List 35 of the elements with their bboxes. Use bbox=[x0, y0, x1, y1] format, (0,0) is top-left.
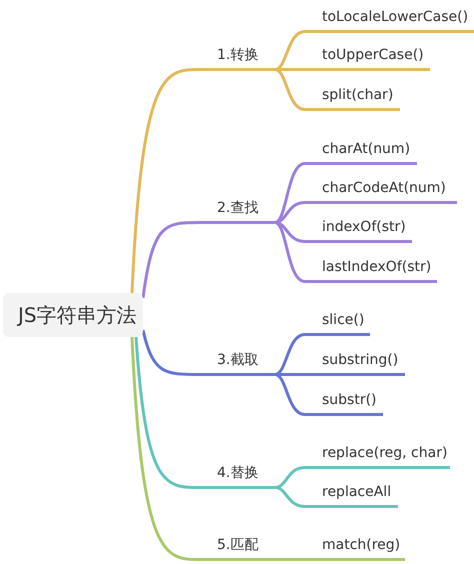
branch-line bbox=[274, 466, 306, 489]
topic-label: 3.截取 bbox=[217, 352, 258, 368]
branch-line bbox=[130, 336, 200, 561]
branch-line bbox=[274, 333, 306, 376]
branch-line bbox=[134, 336, 200, 489]
root-topic-box: JS字符串方法 bbox=[3, 293, 143, 337]
branch-line bbox=[130, 68, 200, 294]
branch-line bbox=[274, 162, 306, 224]
topic-label: 4.替换 bbox=[217, 465, 258, 481]
branch-line bbox=[274, 221, 306, 283]
branch-line bbox=[274, 201, 306, 224]
topic-label: substring() bbox=[322, 352, 398, 368]
topic-label: indexOf(str) bbox=[322, 219, 406, 235]
topic-label: slice() bbox=[322, 312, 364, 328]
branch-line bbox=[142, 330, 200, 376]
topic-label: toLocaleLowerCase() bbox=[322, 9, 468, 25]
branch-line bbox=[274, 221, 306, 243]
topic-label: 5.匹配 bbox=[217, 537, 258, 553]
topic-label: lastIndexOf(str) bbox=[322, 259, 432, 275]
topic-label: toUpperCase() bbox=[322, 47, 424, 63]
topic-label: charAt(num) bbox=[322, 141, 410, 157]
branch-line bbox=[142, 221, 200, 298]
topic-label: 1.转换 bbox=[217, 47, 258, 63]
topic-label: 2.查找 bbox=[217, 200, 258, 216]
topic-label: split(char) bbox=[322, 87, 394, 103]
branch-line bbox=[274, 68, 306, 111]
branch-line bbox=[274, 373, 306, 416]
branch-line bbox=[274, 30, 306, 71]
topic-label: replaceAll bbox=[322, 484, 392, 500]
topic-label: replace(reg, char) bbox=[322, 445, 448, 461]
branch-line bbox=[275, 558, 305, 561]
topic-label: charCodeAt(num) bbox=[322, 180, 446, 196]
branch-line bbox=[274, 486, 306, 508]
topic-label: substr() bbox=[322, 392, 377, 408]
topic-label: match(reg) bbox=[322, 537, 400, 553]
